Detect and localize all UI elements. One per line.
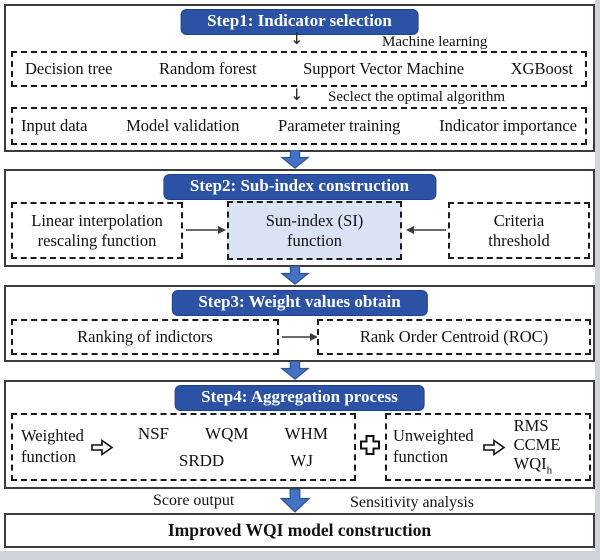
box-text: function	[287, 230, 342, 250]
box-text: Sun-index (SI)	[265, 210, 364, 230]
label-line: Weighted	[21, 426, 84, 446]
right-arrow-icon	[282, 333, 318, 341]
plus-icon	[360, 435, 380, 455]
step1-header: Step1: Indicator selection	[180, 9, 419, 35]
down-arrow-icon: ↓	[290, 85, 304, 104]
step4-title: Step4: Aggregation process	[201, 387, 398, 406]
method-item: WHM	[284, 423, 328, 443]
methods-row: SRDD WJ	[120, 451, 346, 471]
method-item: RMS	[513, 416, 549, 436]
method-item: WQM	[205, 423, 249, 443]
roc-box: Rank Order Centroid (ROC)	[317, 319, 591, 355]
box-text: Linear interpolation	[31, 210, 163, 230]
step3-title: Step3: Weight values obtain	[198, 292, 401, 311]
box-text: rescaling function	[37, 230, 157, 250]
box-text: Ranking of indictors	[77, 327, 213, 347]
box-text: Rank Order Centroid (ROC)	[359, 327, 549, 347]
training-components-box: Input data Model validation Parameter tr…	[11, 107, 587, 145]
method-item: SRDD	[178, 450, 225, 470]
hollow-right-arrow-icon	[482, 438, 506, 456]
weighted-methods: NSF WQM WHM SRDD WJ	[120, 424, 346, 471]
linear-interpolation-box: Linear interpolation rescaling function	[11, 202, 183, 259]
final-box: Improved WQI model construction	[4, 513, 595, 548]
step1-section: Step1: Indicator selection ↓ Machine lea…	[4, 4, 595, 152]
method-item: NSF	[137, 423, 170, 443]
step4-section: Step4: Aggregation process Weighted func…	[4, 380, 595, 489]
right-arrow-icon	[186, 226, 226, 234]
step4-header: Step4: Aggregation process	[174, 385, 425, 411]
step3-header: Step3: Weight values obtain	[171, 290, 428, 316]
method-base: WQI	[513, 454, 547, 473]
flow-arrow-down-icon	[280, 361, 310, 380]
method-item: WQIh	[513, 454, 561, 477]
component-item: Model validation	[126, 116, 240, 135]
sub-index-function-box: Sun-index (SI) function	[227, 201, 402, 260]
select-algorithm-label: Seclect the optimal algorithm	[328, 89, 506, 105]
box-text: threshold	[488, 230, 550, 250]
algorithms-box: Decision tree Random forest Support Vect…	[11, 51, 587, 87]
weighted-function-box: Weighted function NSF WQM WHM SRDD WJ	[11, 413, 356, 481]
left-arrow-icon	[406, 226, 446, 234]
flow-arrow-down-icon	[280, 266, 310, 285]
box-text: Criteria	[493, 210, 545, 230]
label-line: Unweighted	[393, 426, 474, 446]
algorithm-item: Decision tree	[25, 59, 113, 78]
algorithm-item: Support Vector Machine	[303, 59, 465, 78]
flow-arrow-down-icon	[280, 150, 310, 169]
down-arrow-icon: ↓	[290, 29, 304, 48]
hollow-right-arrow-icon	[91, 438, 114, 456]
step3-section: Step3: Weight values obtain Ranking of i…	[4, 285, 595, 362]
method-subscript: h	[546, 464, 553, 477]
criteria-threshold-box: Criteria threshold	[448, 202, 590, 259]
methods-row: NSF WQM WHM	[120, 424, 346, 444]
unweighted-function-box: Unweighted function RMS CCME WQIh	[385, 413, 591, 481]
weighted-function-label: Weighted function	[21, 426, 84, 467]
page-edge-right	[595, 0, 600, 560]
step2-section: Step2: Sub-index construction Linear int…	[4, 169, 595, 267]
component-item: Parameter training	[278, 116, 401, 135]
label-line: function	[21, 447, 76, 466]
score-output-label: Score output	[153, 492, 235, 509]
component-item: Indicator importance	[439, 116, 577, 135]
step1-title: Step1: Indicator selection	[207, 11, 392, 30]
method-item: WJ	[290, 450, 313, 470]
final-title: Improved WQI model construction	[167, 520, 432, 540]
machine-learning-label: Machine learning	[382, 34, 488, 50]
page-edge-bottom	[0, 551, 600, 560]
unweighted-methods: RMS CCME WQIh	[513, 416, 561, 477]
step2-title: Step2: Sub-index construction	[189, 176, 410, 195]
algorithm-item: XGBoost	[510, 59, 573, 78]
step2-header: Step2: Sub-index construction	[162, 174, 437, 200]
component-item: Input data	[21, 116, 88, 135]
ranking-box: Ranking of indictors	[11, 319, 279, 355]
unweighted-function-label: Unweighted function	[393, 426, 474, 467]
method-item: CCME	[513, 435, 561, 455]
algorithm-item: Random forest	[159, 59, 257, 78]
label-line: function	[393, 447, 448, 466]
sensitivity-analysis-label: Sensitivity analysis	[350, 494, 474, 511]
flow-arrow-down-icon	[279, 489, 311, 513]
